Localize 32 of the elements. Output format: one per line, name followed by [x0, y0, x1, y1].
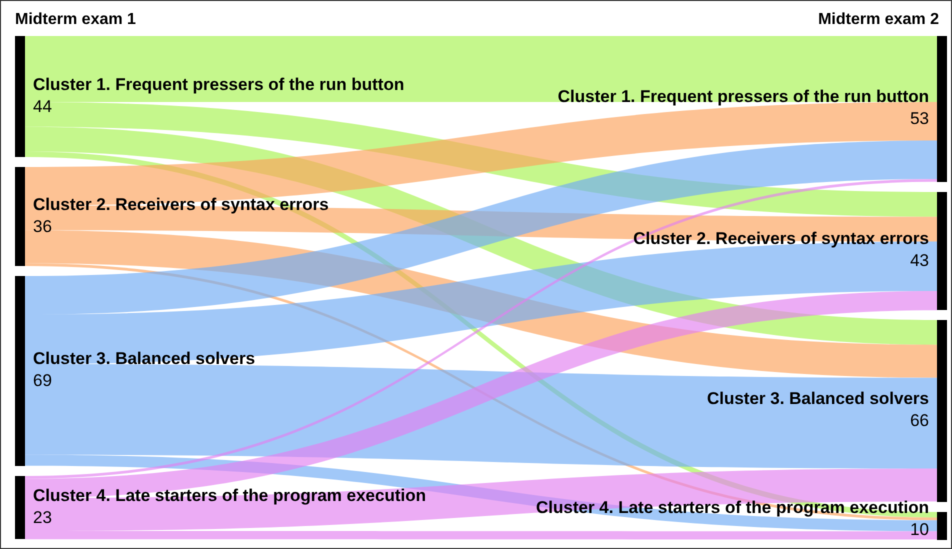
cluster-count: 43	[910, 251, 929, 272]
cluster-name: Cluster 3. Balanced solvers	[706, 388, 929, 409]
flow-ribbon	[25, 242, 937, 364]
cluster-name: Cluster 2. Receivers of syntax errors	[33, 194, 329, 214]
flow-ribbon	[25, 263, 937, 520]
flow-ribbon	[25, 291, 937, 498]
flow-ribbon	[25, 364, 937, 468]
cluster-count: 66	[910, 410, 929, 431]
flow-ribbon	[25, 140, 937, 314]
flow-ribbon	[25, 206, 937, 242]
flow-ribbon	[25, 152, 937, 518]
cluster-count: 44	[33, 96, 52, 116]
cluster-count: 23	[33, 508, 52, 528]
cluster-name: Cluster 4. Late starters of the program execution	[536, 498, 929, 518]
cluster-count: 53	[910, 108, 929, 129]
axis-heading: Midterm exam 1	[15, 11, 136, 29]
flow-ribbon	[25, 454, 937, 532]
cluster-count: 36	[33, 216, 52, 236]
flow-ribbon	[25, 230, 937, 378]
flow-ribbon	[25, 36, 937, 102]
cluster-name: Cluster 3. Balanced solvers	[33, 348, 256, 369]
flow-ribbon	[25, 468, 937, 531]
cluster-name: Cluster 2. Receivers of syntax errors	[633, 229, 929, 250]
flow-ribbon	[25, 179, 937, 479]
cluster-name: Cluster 1. Frequent pressers of the run button	[558, 86, 929, 107]
cluster-name: Cluster 1. Frequent pressers of the run button	[33, 74, 404, 94]
cluster-count: 69	[33, 370, 52, 391]
flow-ribbon	[25, 126, 937, 345]
axis-heading: Midterm exam 2	[818, 11, 939, 29]
cluster-count: 10	[910, 520, 929, 540]
cluster-name: Cluster 4. Late starters of the program execution	[33, 486, 426, 506]
flow-ribbon	[25, 531, 937, 540]
